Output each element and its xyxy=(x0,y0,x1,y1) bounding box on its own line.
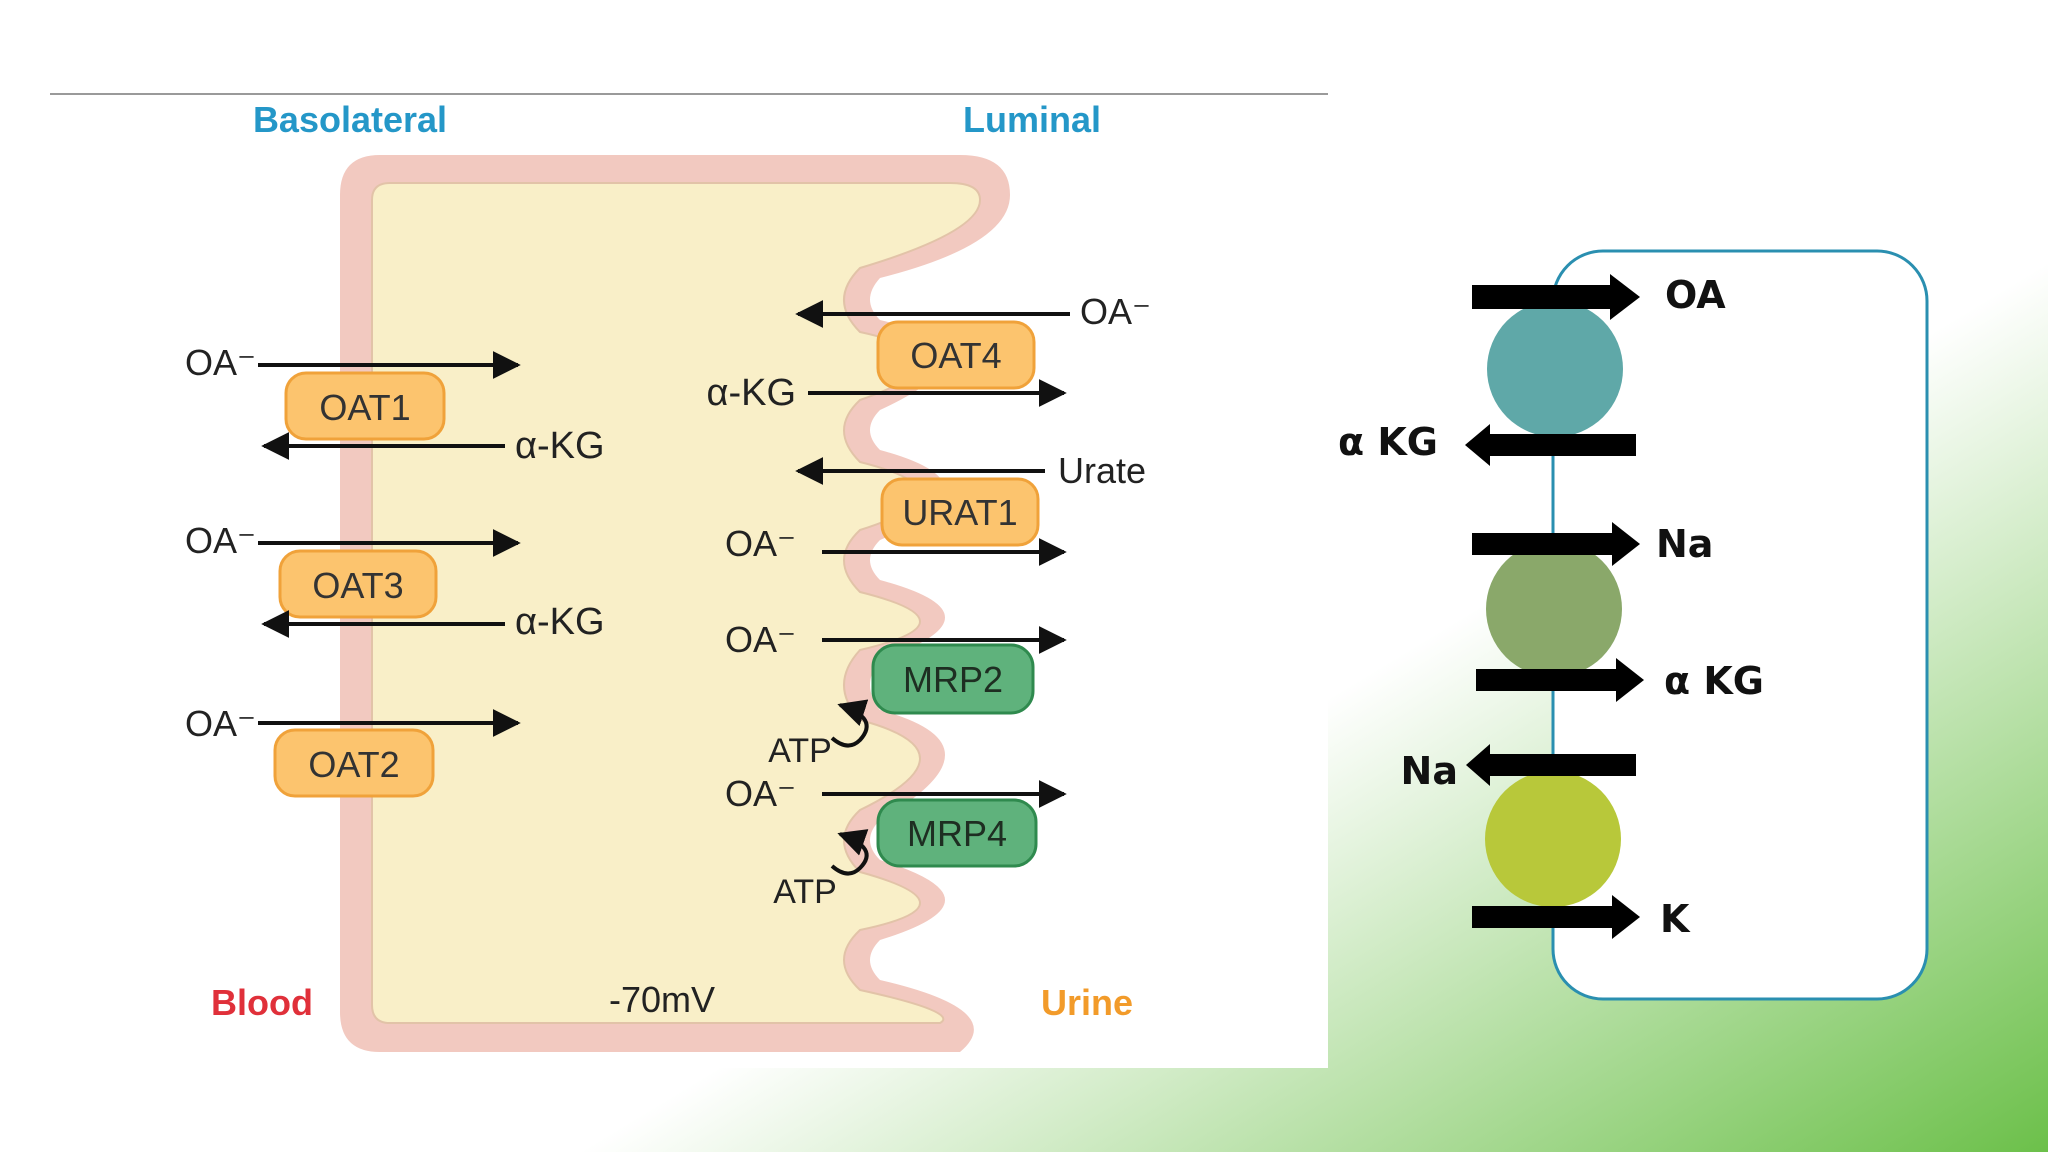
oat2-substrate-in: OA⁻ xyxy=(185,703,256,744)
transporter-2-circle xyxy=(1486,541,1622,677)
oat4-secreted: α-KG xyxy=(706,372,796,414)
na-akg-cotransporter: Na α KG xyxy=(1472,522,1764,703)
urat1-box xyxy=(880,477,1040,547)
k-in-arrow-shaft xyxy=(1472,906,1614,928)
oat4-reabsorbed: OA⁻ xyxy=(1080,291,1151,332)
urat1-transporter: Urate URAT1 OA⁻ xyxy=(725,450,1146,566)
oat1-box xyxy=(284,371,446,441)
oat1-transporter: OA⁻ OAT1 α-KG xyxy=(185,342,605,467)
akg-in-arrow-shaft xyxy=(1476,669,1618,691)
oa-arrow-shaft xyxy=(1472,285,1614,309)
oat4-box xyxy=(876,320,1036,390)
oat2-transporter: OA⁻ OAT2 xyxy=(185,703,521,798)
urine-label: Urine xyxy=(1041,982,1133,1023)
urat1-secreted: OA⁻ xyxy=(725,523,796,564)
oat3-box xyxy=(278,549,438,619)
k-in-label: K xyxy=(1660,897,1691,941)
oat1-label: OAT1 xyxy=(319,387,410,428)
oat4-label: OAT4 xyxy=(910,335,1001,376)
k-in-arrow-head xyxy=(1612,895,1640,939)
mrp2-transporter: OA⁻ MRP2 ATP xyxy=(725,619,1067,770)
oat2-box xyxy=(273,728,435,798)
urat1-reabsorbed: Urate xyxy=(1058,450,1146,491)
blood-label: Blood xyxy=(211,982,313,1023)
mrp2-box xyxy=(871,643,1035,715)
oat2-label: OAT2 xyxy=(308,744,399,785)
oat1-substrate-out: α-KG xyxy=(515,425,605,467)
transporter-3-circle xyxy=(1485,771,1621,907)
oa-label: OA xyxy=(1665,273,1726,317)
akg-out-arrow-head xyxy=(1465,424,1490,466)
mrp2-atp-arrow xyxy=(830,699,869,748)
na-k-pump: Na K xyxy=(1401,744,1691,941)
oat3-transporter: OA⁻ OAT3 α-KG xyxy=(185,520,605,643)
mrp2-secreted: OA⁻ xyxy=(725,619,796,660)
mrp2-atp-label: ATP xyxy=(768,732,832,770)
akg-out-label: α KG xyxy=(1338,420,1438,464)
na-in-arrow-shaft xyxy=(1472,533,1614,555)
mrp4-secreted: OA⁻ xyxy=(725,773,796,814)
oat3-label: OAT3 xyxy=(312,565,403,606)
akg-out-arrow-shaft xyxy=(1488,434,1636,456)
mrp2-label: MRP2 xyxy=(903,659,1003,700)
oat3-substrate-out: α-KG xyxy=(515,601,605,643)
oa-arrow-head xyxy=(1610,274,1640,320)
basolateral-label: Basolateral xyxy=(253,99,447,140)
mrp4-transporter: OA⁻ MRP4 ATP xyxy=(725,773,1067,911)
akg-in-arrow-head xyxy=(1616,658,1644,702)
oat3-substrate-in: OA⁻ xyxy=(185,520,256,561)
akg-in-label: α KG xyxy=(1664,659,1764,703)
na-in-arrow-head xyxy=(1612,522,1640,566)
mrp4-label: MRP4 xyxy=(907,813,1007,854)
na-in-label: Na xyxy=(1656,522,1713,566)
mrp4-atp-label: ATP xyxy=(773,873,837,911)
na-out-arrow-head xyxy=(1466,744,1490,786)
transporter-1-circle xyxy=(1487,301,1623,437)
mrp4-atp-arrow xyxy=(830,829,869,876)
divider-line xyxy=(50,93,1328,95)
oa-akg-exchanger: OA α KG xyxy=(1338,273,1726,466)
oat1-substrate-in: OA⁻ xyxy=(185,342,256,383)
na-out-label: Na xyxy=(1401,749,1458,793)
urat1-label: URAT1 xyxy=(902,492,1017,533)
luminal-label: Luminal xyxy=(963,99,1101,140)
membrane-potential-label: -70mV xyxy=(609,979,715,1020)
na-out-arrow-shaft xyxy=(1488,754,1636,776)
oat4-transporter: OA⁻ OAT4 α-KG xyxy=(706,291,1151,414)
mrp4-box xyxy=(876,798,1038,868)
